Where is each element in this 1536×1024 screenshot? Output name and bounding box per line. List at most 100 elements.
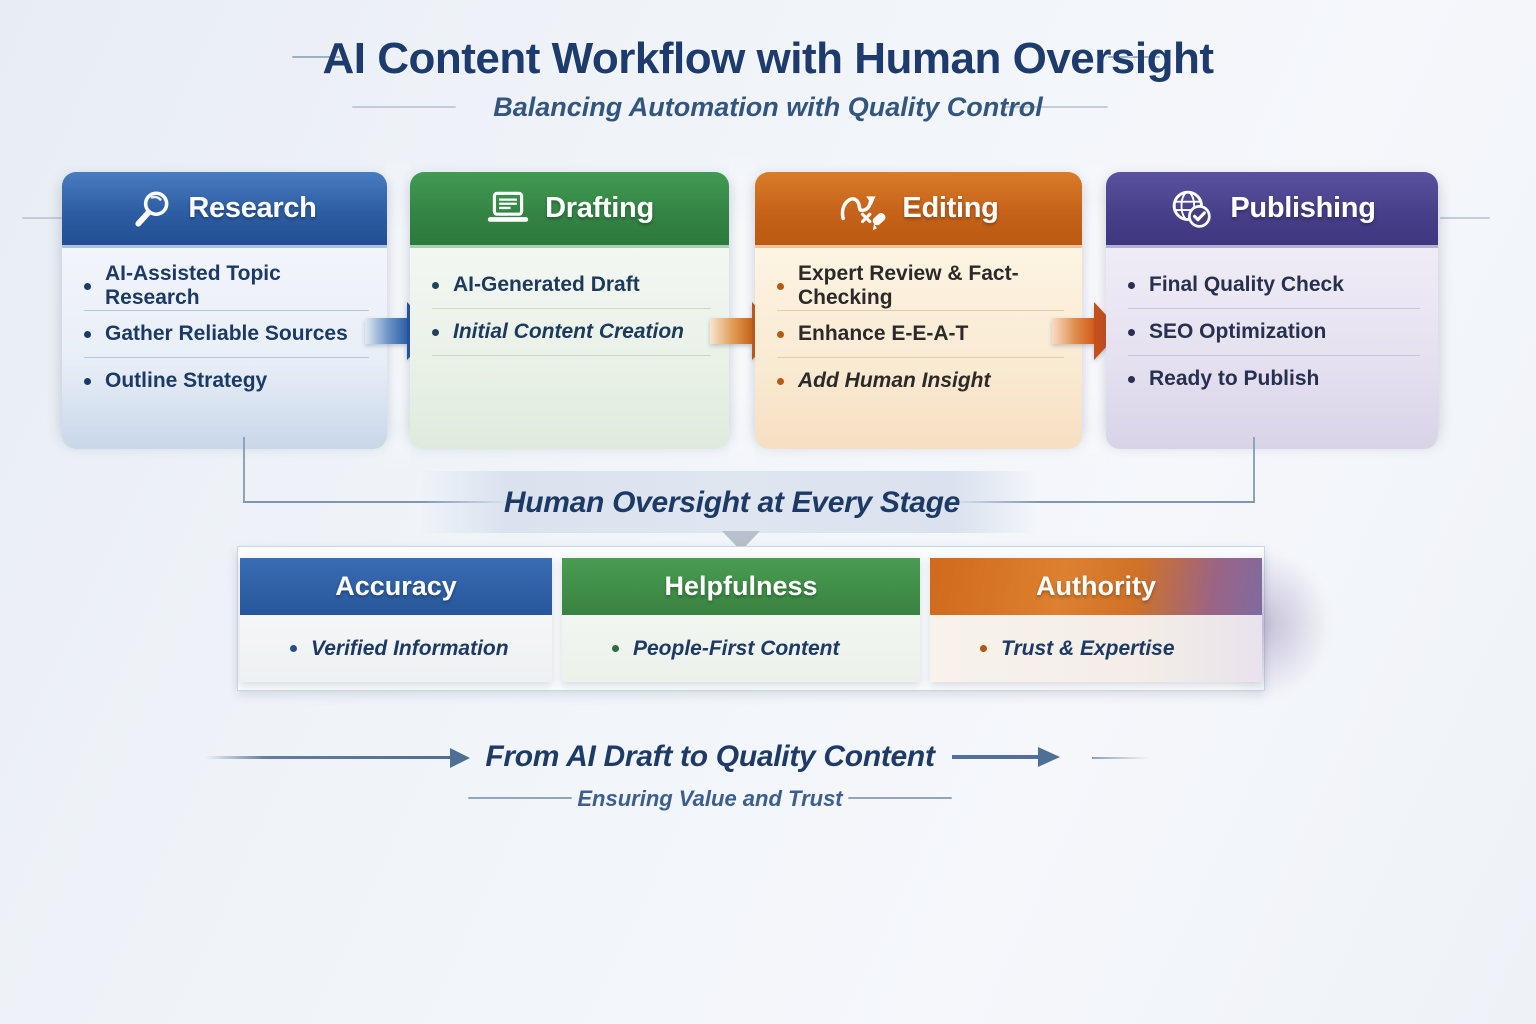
stage-title: Drafting [545, 192, 654, 224]
bullet-text: Final Quality Check [1149, 273, 1344, 296]
pillar-card-authority: Authority Trust & Expertise [930, 558, 1262, 682]
pillar-bullet-text: Verified Information [311, 636, 509, 660]
bullet-text: AI-Generated Draft [453, 273, 640, 296]
stage-body-drafting: AI-Generated Draft Initial Content Creat… [410, 248, 729, 449]
bullet-dot [84, 330, 91, 338]
pillar-card-accuracy: Accuracy Verified Information [240, 558, 552, 682]
gap-strip [729, 150, 755, 472]
bullet-text: Enhance E-E-A-T [798, 322, 969, 345]
footer-subtext: Ensuring Value and Trust [577, 786, 843, 811]
oversight-band [420, 471, 1040, 533]
stage-bullet-list: Final Quality Check SEO Optimization Rea… [1106, 262, 1438, 402]
bullet-text: AI-Assisted Topic Research [105, 262, 281, 309]
stage-title: Research [188, 192, 317, 224]
bullet-dot [777, 330, 784, 338]
tagline-left-arrow-line [205, 756, 450, 759]
pillar-body-helpfulness: People-First Content [562, 615, 920, 682]
stage-card-drafting: Drafting AI-Generated Draft Initial Cont… [410, 172, 729, 449]
stage-bullet: Expert Review & Fact-Checking [777, 262, 1064, 311]
pillar-header-accuracy: Accuracy [240, 558, 552, 615]
pillar-header-helpfulness: Helpfulness [562, 558, 920, 615]
bullet-dot [432, 328, 439, 336]
stage-card-research: Research AI-Assisted Topic Research Gath… [62, 172, 387, 449]
footer-tagline: From AI Draft to Quality Content [485, 740, 935, 773]
stage-header-editing: Editing [755, 172, 1082, 248]
bracket-left-horizontal [243, 501, 505, 503]
gap-strip [385, 150, 411, 472]
stage-title: Publishing [1230, 192, 1376, 224]
stage-body-publishing: Final Quality Check SEO Optimization Rea… [1106, 248, 1438, 449]
pillar-body-accuracy: Verified Information [240, 615, 552, 682]
magnifier-icon [132, 188, 174, 230]
stage-bullet: Gather Reliable Sources [84, 311, 369, 358]
stage-bullet: AI-Generated Draft [432, 262, 711, 309]
pillar-bullet-text: Trust & Expertise [1001, 636, 1175, 660]
bullet-text: Expert Review & Fact-Checking [798, 262, 1019, 309]
stage-bullet: AI-Assisted Topic Research [84, 262, 369, 311]
bullet-dot [432, 281, 439, 289]
bullet-text: Initial Content Creation [453, 320, 684, 343]
stage-bullet-list: AI-Assisted Topic Research Gather Reliab… [62, 262, 387, 404]
subtext-right-dash [848, 797, 952, 799]
subtitle-left-dash [352, 106, 456, 108]
tagline-right-arrowhead-icon [1038, 747, 1060, 767]
stage-card-editing: Editing Expert Review & Fact-Checking En… [755, 172, 1082, 449]
pillar-card-helpfulness: Helpfulness People-First Content [562, 558, 920, 682]
stage-card-publishing: Publishing Final Quality Check SEO Optim… [1106, 172, 1438, 449]
page-title: AI Content Workflow with Human Oversight [322, 34, 1214, 83]
stage-bullet: Ready to Publish [1128, 356, 1420, 402]
arrow-bar [365, 318, 407, 344]
stage-bullet-list: Expert Review & Fact-Checking Enhance E-… [755, 262, 1082, 404]
stage-body-research: AI-Assisted Topic Research Gather Reliab… [62, 248, 387, 449]
stage-header-research: Research [62, 172, 387, 248]
right-guide-line [1440, 217, 1490, 219]
stage-header-drafting: Drafting [410, 172, 729, 248]
edit-path-icon [838, 187, 888, 231]
stage-bullet: Final Quality Check [1128, 262, 1420, 309]
bullet-dot [1128, 328, 1135, 336]
stage-bullet-list: AI-Generated Draft Initial Content Creat… [410, 262, 729, 356]
arrow-bar [710, 318, 752, 344]
bullet-text: Ready to Publish [1149, 367, 1320, 390]
subtitle-right-dash [1004, 106, 1108, 108]
bullet-dot [777, 282, 784, 290]
bullet-dot [612, 645, 619, 652]
page-subtitle: Balancing Automation with Quality Contro… [493, 92, 1043, 122]
bullet-text: SEO Optimization [1149, 320, 1327, 343]
globe-check-icon [1168, 188, 1216, 230]
bracket-right-horizontal [957, 501, 1254, 503]
tagline-left-arrowhead-icon [450, 748, 470, 768]
pillar-bullet-text: People-First Content [633, 636, 840, 660]
bullet-text: Outline Strategy [105, 369, 268, 392]
bullet-dot [84, 282, 91, 290]
stage-bullet: SEO Optimization [1128, 309, 1420, 356]
bracket-left-vertical [243, 437, 245, 503]
left-guide-line [22, 217, 62, 219]
stage-header-publishing: Publishing [1106, 172, 1438, 248]
stage-bullet: Outline Strategy [84, 358, 369, 404]
bullet-dot [1128, 375, 1135, 383]
bullet-text: Add Human Insight [798, 369, 991, 392]
stage-body-editing: Expert Review & Fact-Checking Enhance E-… [755, 248, 1082, 449]
stage-title: Editing [902, 192, 999, 224]
bullet-dot [290, 645, 297, 652]
stage-bullet: Add Human Insight [777, 358, 1064, 404]
bullet-dot [84, 377, 91, 385]
stage-bullet: Enhance E-E-A-T [777, 311, 1064, 358]
arrow-bar [1052, 318, 1094, 344]
title-right-dash [1108, 56, 1160, 58]
bullet-dot [777, 377, 784, 385]
subtext-left-dash [468, 797, 572, 799]
stage-bullet: Initial Content Creation [432, 309, 711, 356]
pillar-body-authority: Trust & Expertise [930, 615, 1262, 682]
oversight-label: Human Oversight at Every Stage [503, 486, 961, 519]
bracket-right-vertical [1253, 437, 1255, 503]
bullet-dot [1128, 281, 1135, 289]
tagline-right-arrow-line [952, 755, 1038, 759]
laptop-icon [485, 189, 531, 229]
tagline-right-faint-line [1092, 757, 1150, 759]
pillar-header-authority: Authority [930, 558, 1262, 615]
title-left-dash [292, 56, 340, 58]
bullet-dot [980, 645, 987, 652]
